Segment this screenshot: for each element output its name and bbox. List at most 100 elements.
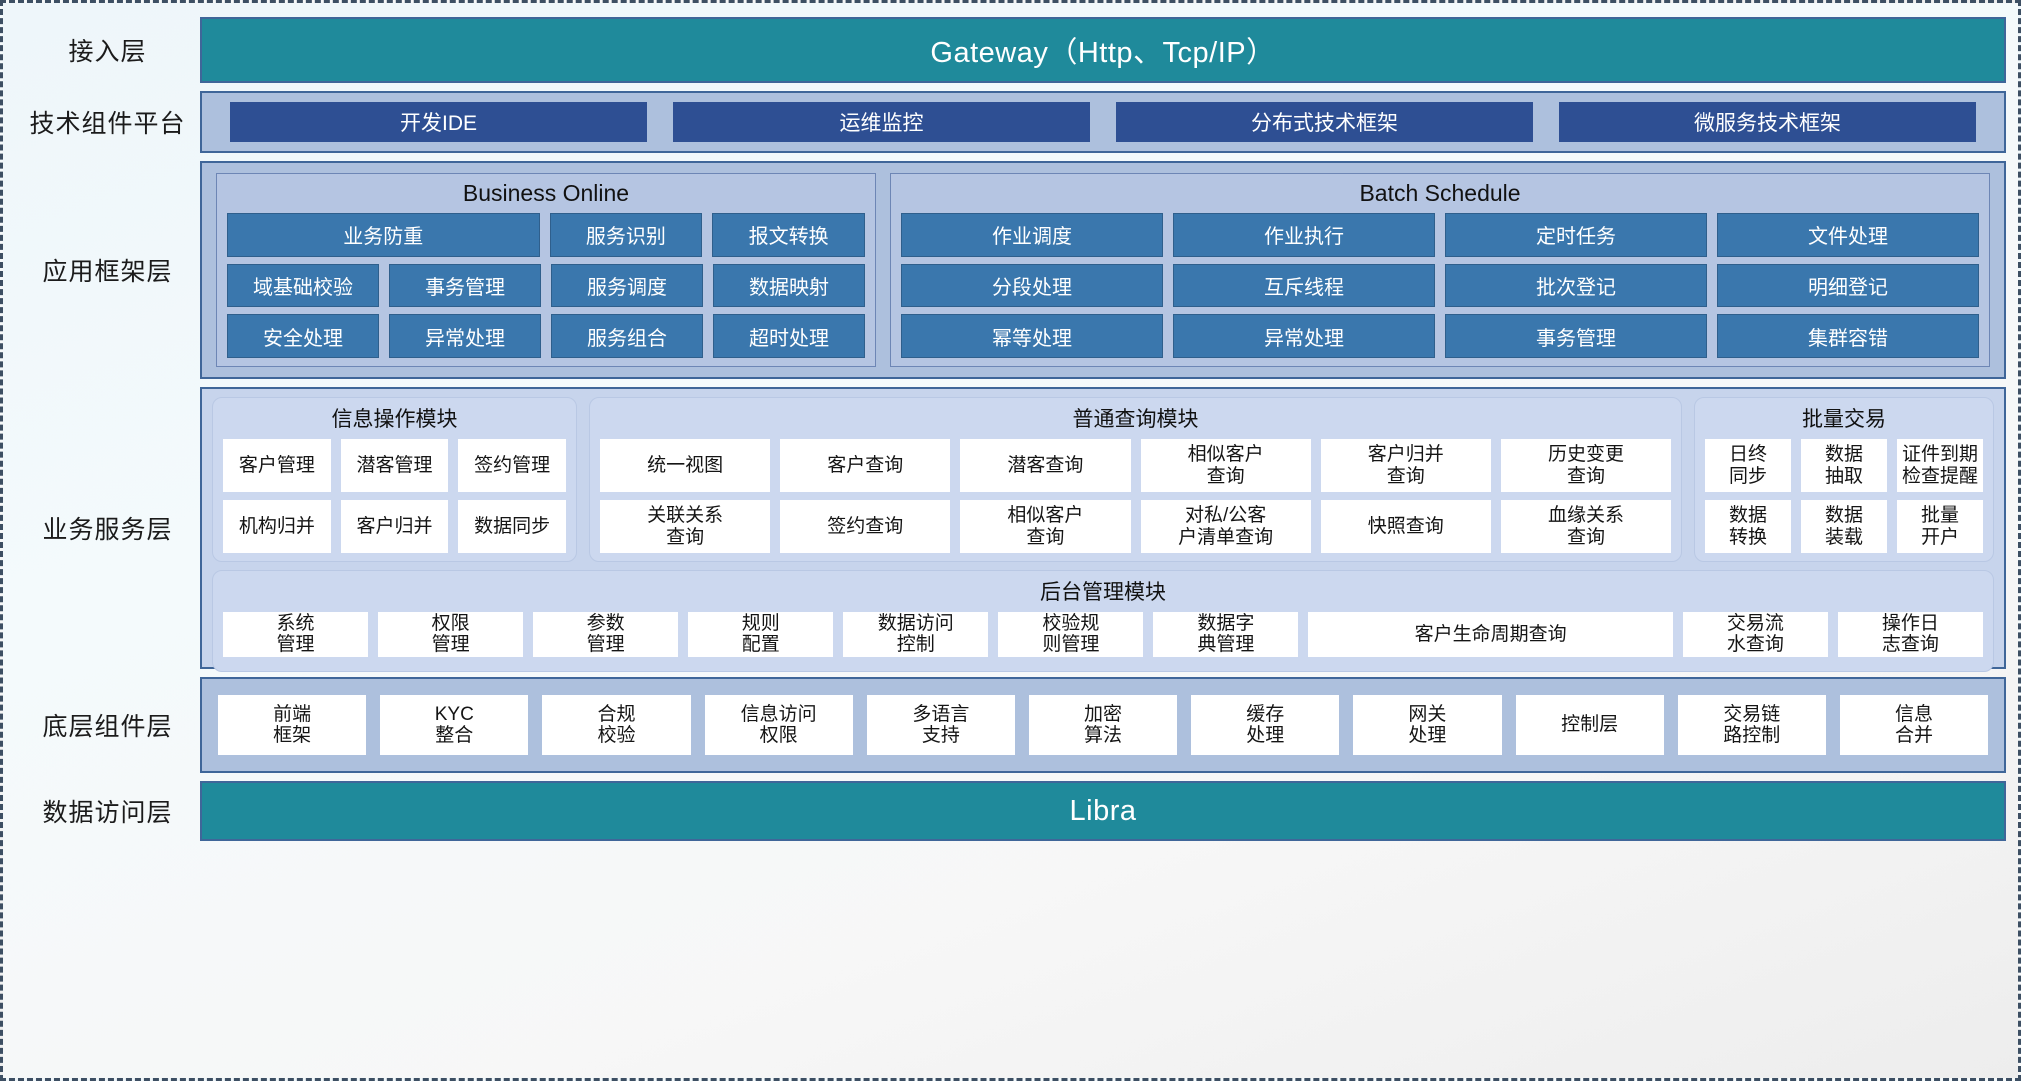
admin-chip-5[interactable]: 校验规 则管理	[998, 612, 1144, 657]
tech-chip-3[interactable]: 微服务技术框架	[1559, 102, 1976, 142]
layer-label-data-access: 数据访问层	[42, 799, 173, 827]
biz-chip-query-0-2[interactable]: 潜客查询	[960, 439, 1131, 492]
layer-business-service: 业务服务层 信息操作模块客户管理潜客管理签约管理机构归并客户归并数据同步普通查询…	[15, 387, 2006, 672]
biz-chip-query-0-5[interactable]: 历史变更 查询	[1500, 439, 1672, 492]
base-component-chip-1[interactable]: KYC 整合	[380, 695, 529, 755]
app-group-title-1: Batch Schedule	[1359, 180, 1521, 206]
base-component-chip-5[interactable]: 加密 算法	[1028, 695, 1178, 755]
biz-card-bulk: 批量交易日终 同步数据 抽取证件到期 检查提醒数据 转换数据 装载批量 开户	[1694, 397, 1994, 562]
biz-chip-query-0-4[interactable]: 客户归并 查询	[1320, 439, 1491, 492]
app-chip-0-1-3[interactable]: 数据映射	[713, 263, 865, 308]
app-chip-0-0-2[interactable]: 报文转换	[712, 213, 865, 257]
app-chip-0-2-3[interactable]: 超时处理	[713, 314, 865, 359]
biz-chip-bulk-0-0[interactable]: 日终 同步	[1705, 439, 1791, 492]
biz-card-query: 普通查询模块统一视图客户查询潜客查询相似客户 查询客户归并 查询历史变更 查询关…	[589, 397, 1682, 562]
app-chip-1-0-3[interactable]: 文件处理	[1717, 213, 1979, 257]
admin-chip-8[interactable]: 交易流 水查询	[1682, 612, 1828, 657]
biz-chip-info-0-1[interactable]: 潜客管理	[340, 439, 449, 492]
biz-chip-query-1-0[interactable]: 关联关系 查询	[600, 500, 771, 553]
layer-body-business-service: 信息操作模块客户管理潜客管理签约管理机构归并客户归并数据同步普通查询模块统一视图…	[200, 387, 2006, 672]
biz-chip-info-1-1[interactable]: 客户归并	[340, 500, 449, 553]
app-chip-1-0-0[interactable]: 作业调度	[901, 213, 1163, 257]
base-component-chip-9[interactable]: 交易链 路控制	[1677, 695, 1826, 755]
app-row-1-2: 幂等处理异常处理事务管理集群容错	[901, 314, 1979, 359]
biz-chip-info-0-0[interactable]: 客户管理	[223, 439, 331, 492]
biz-chip-info-1-0[interactable]: 机构归并	[223, 500, 331, 553]
layer-access: 接入层 Gateway（Http、Tcp/IP）	[15, 17, 2006, 83]
biz-chip-query-1-5[interactable]: 血缘关系 查询	[1500, 500, 1672, 553]
biz-card-title-admin: 后台管理模块	[1040, 581, 1166, 604]
biz-row-admin: 系统 管理权限 管理参数 管理规则 配置数据访问 控制校验规 则管理数据字 典管…	[223, 612, 1983, 663]
tech-chip-2[interactable]: 分布式技术框架	[1116, 102, 1533, 142]
biz-chip-query-1-4[interactable]: 快照查询	[1320, 500, 1491, 553]
biz-chip-info-1-2[interactable]: 数据同步	[458, 500, 567, 553]
app-chip-0-0-1[interactable]: 服务识别	[549, 213, 703, 257]
app-row-0-1: 域基础校验事务管理服务调度数据映射	[227, 263, 865, 308]
base-component-chip-3[interactable]: 信息访问 权限	[704, 695, 853, 755]
app-chip-1-2-3[interactable]: 集群容错	[1717, 314, 1979, 359]
admin-chip-3[interactable]: 规则 配置	[688, 612, 834, 657]
app-chip-1-1-3[interactable]: 明细登记	[1717, 263, 1979, 308]
base-component-chip-8[interactable]: 控制层	[1515, 695, 1664, 755]
base-component-chip-6[interactable]: 缓存 处理	[1191, 695, 1340, 755]
base-component-chip-7[interactable]: 网关 处理	[1353, 695, 1502, 755]
app-chip-1-1-2[interactable]: 批次登记	[1445, 263, 1707, 308]
libra-bar[interactable]: Libra	[200, 781, 2006, 841]
base-component-chip-10[interactable]: 信息 合并	[1839, 695, 1989, 755]
biz-row-query-0: 统一视图客户查询潜客查询相似客户 查询客户归并 查询历史变更 查询	[600, 439, 1672, 492]
admin-chip-4[interactable]: 数据访问 控制	[843, 612, 989, 657]
biz-chip-bulk-0-2[interactable]: 证件到期 检查提醒	[1897, 439, 1983, 492]
biz-row-info-1: 机构归并客户归并数据同步	[223, 500, 567, 553]
biz-chip-bulk-1-0[interactable]: 数据 转换	[1705, 500, 1791, 553]
tech-chip-1[interactable]: 运维监控	[673, 102, 1090, 142]
biz-chip-query-0-0[interactable]: 统一视图	[600, 439, 771, 492]
admin-chip-7[interactable]: 客户生命周期查询	[1308, 612, 1673, 657]
biz-chip-query-1-1[interactable]: 签约查询	[780, 500, 951, 553]
app-chip-0-1-1[interactable]: 事务管理	[389, 263, 541, 308]
admin-chip-9[interactable]: 操作日 志查询	[1837, 612, 1983, 657]
gateway-bar[interactable]: Gateway（Http、Tcp/IP）	[200, 17, 2006, 83]
app-chip-1-1-0[interactable]: 分段处理	[901, 263, 1163, 308]
app-chip-1-0-1[interactable]: 作业执行	[1173, 213, 1435, 257]
app-chip-0-2-0[interactable]: 安全处理	[227, 314, 379, 359]
admin-chip-2[interactable]: 参数 管理	[533, 612, 679, 657]
app-chip-0-2-1[interactable]: 异常处理	[389, 314, 541, 359]
admin-chip-0[interactable]: 系统 管理	[223, 612, 369, 657]
base-component-chip-4[interactable]: 多语言 支持	[866, 695, 1015, 755]
biz-chip-query-1-2[interactable]: 相似客户 查询	[960, 500, 1131, 553]
biz-row-query-1: 关联关系 查询签约查询相似客户 查询对私/公客 户清单查询快照查询血缘关系 查询	[600, 500, 1672, 553]
admin-chip-6[interactable]: 数据字 典管理	[1153, 612, 1299, 657]
admin-chip-1[interactable]: 权限 管理	[378, 612, 524, 657]
base-component-chip-0[interactable]: 前端 框架	[218, 695, 367, 755]
app-row-0-2: 安全处理异常处理服务组合超时处理	[227, 314, 865, 359]
biz-chip-query-1-3[interactable]: 对私/公客 户清单查询	[1140, 500, 1311, 553]
layer-label-base-components: 底层组件层	[42, 713, 173, 741]
biz-chip-query-0-3[interactable]: 相似客户 查询	[1140, 439, 1311, 492]
tech-chip-0[interactable]: 开发IDE	[230, 102, 647, 142]
biz-chip-info-0-2[interactable]: 签约管理	[458, 439, 567, 492]
app-row-1-1: 分段处理互斥线程批次登记明细登记	[901, 263, 1979, 308]
app-chip-0-0-0[interactable]: 业务防重	[227, 213, 540, 257]
biz-card-admin: 后台管理模块系统 管理权限 管理参数 管理规则 配置数据访问 控制校验规 则管理…	[212, 570, 1994, 672]
app-chip-1-2-1[interactable]: 异常处理	[1173, 314, 1435, 359]
biz-chip-query-0-1[interactable]: 客户查询	[780, 439, 951, 492]
base-component-chip-2[interactable]: 合规 校验	[542, 695, 691, 755]
layer-label-access: 接入层	[68, 38, 147, 66]
app-chip-0-2-2[interactable]: 服务组合	[551, 314, 703, 359]
app-chip-1-1-1[interactable]: 互斥线程	[1173, 263, 1435, 308]
biz-chip-bulk-1-1[interactable]: 数据 装载	[1801, 500, 1887, 553]
app-chip-1-0-2[interactable]: 定时任务	[1445, 213, 1707, 257]
biz-card-title-query: 普通查询模块	[1072, 408, 1199, 431]
app-chip-1-2-2[interactable]: 事务管理	[1445, 314, 1707, 359]
app-chip-1-2-0[interactable]: 幂等处理	[901, 314, 1163, 359]
biz-row-bulk-1: 数据 转换数据 装载批量 开户	[1705, 500, 1983, 553]
app-chip-0-1-2[interactable]: 服务调度	[551, 263, 703, 308]
app-chip-0-1-0[interactable]: 域基础校验	[227, 263, 379, 308]
biz-chip-bulk-0-1[interactable]: 数据 抽取	[1801, 439, 1887, 492]
admin-module-card-wrap: 后台管理模块系统 管理权限 管理参数 管理规则 配置数据访问 控制校验规 则管理…	[212, 570, 1994, 672]
biz-chip-bulk-1-2[interactable]: 批量 开户	[1897, 500, 1983, 553]
layer-data-access: 数据访问层 Libra	[15, 781, 2006, 841]
